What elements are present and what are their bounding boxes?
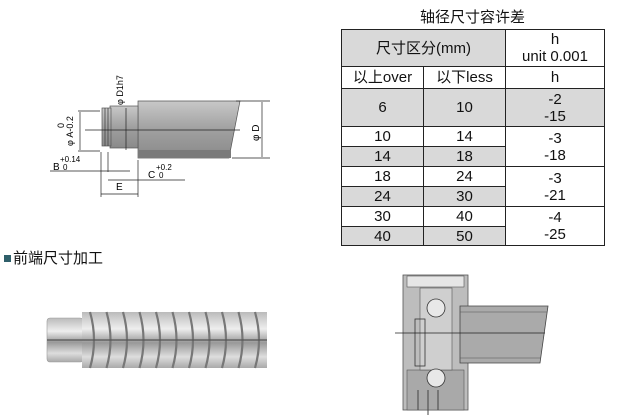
bearing-ball-bottom-icon — [426, 368, 446, 388]
label-e: E — [116, 182, 123, 193]
shaft-end-drawing: φ D1h7 0 φ A-0.2 φ D B +0.14 0 C +0.2 0 … — [50, 75, 270, 197]
bullet-square-icon — [4, 255, 11, 262]
cell-over: 10 — [341, 126, 424, 147]
section-label-text: 前端尺寸加工 — [13, 249, 104, 267]
table-title: 轴径尺寸容许差 — [419, 8, 525, 26]
cell-less: 40 — [423, 206, 506, 227]
ball-screw-image — [46, 311, 267, 369]
label-b: B — [53, 162, 60, 173]
label-b-tol-upper: +0.14 — [60, 155, 81, 164]
label-a: φ A-0.2 — [65, 116, 75, 146]
cell-less: 50 — [423, 226, 506, 246]
cell-over: 6 — [341, 88, 424, 127]
bearing-ball-top-icon — [426, 298, 446, 318]
cell-tolerance: -3-18 — [505, 126, 605, 167]
col-h: h — [505, 66, 605, 89]
label-d: φ D — [251, 125, 262, 141]
cell-tolerance: -4-25 — [505, 206, 605, 246]
label-b-tol-lower: 0 — [63, 163, 68, 172]
label-d1: φ D1h7 — [115, 75, 125, 105]
section-label: 前端尺寸加工 — [4, 247, 103, 268]
label-c-tol-upper: +0.2 — [156, 163, 172, 172]
cell-tolerance: -3-21 — [505, 166, 605, 207]
cell-less: 14 — [423, 126, 506, 147]
cell-over: 14 — [341, 146, 424, 167]
col-over: 以上over — [341, 66, 424, 89]
cell-over: 18 — [341, 166, 424, 187]
table-row: 6 10 -2-15 — [341, 88, 605, 127]
cell-less: 30 — [423, 186, 506, 207]
cell-over: 40 — [341, 226, 424, 246]
cell-less: 18 — [423, 146, 506, 167]
cell-over: 30 — [341, 206, 424, 227]
bearing-assembly-drawing — [395, 274, 549, 415]
cell-less: 24 — [423, 166, 506, 187]
label-c: C — [148, 170, 155, 181]
cell-tolerance: -2-15 — [505, 88, 605, 127]
cell-less: 10 — [423, 88, 506, 127]
table-row: 10 14 -3-18 — [341, 126, 605, 167]
col-less: 以下less — [423, 66, 506, 89]
table-row: 14 18 — [341, 146, 605, 167]
table-row: 40 50 — [341, 226, 605, 246]
label-c-tol-lower: 0 — [159, 171, 164, 180]
label-a-tol: 0 — [56, 123, 66, 128]
cell-over: 24 — [341, 186, 424, 207]
table-row: 24 30 — [341, 186, 605, 207]
table-row: 18 24 -3-21 — [341, 166, 605, 207]
table-row: 30 40 -4-25 — [341, 206, 605, 246]
header-range: 尺寸区分(mm) — [341, 29, 506, 67]
